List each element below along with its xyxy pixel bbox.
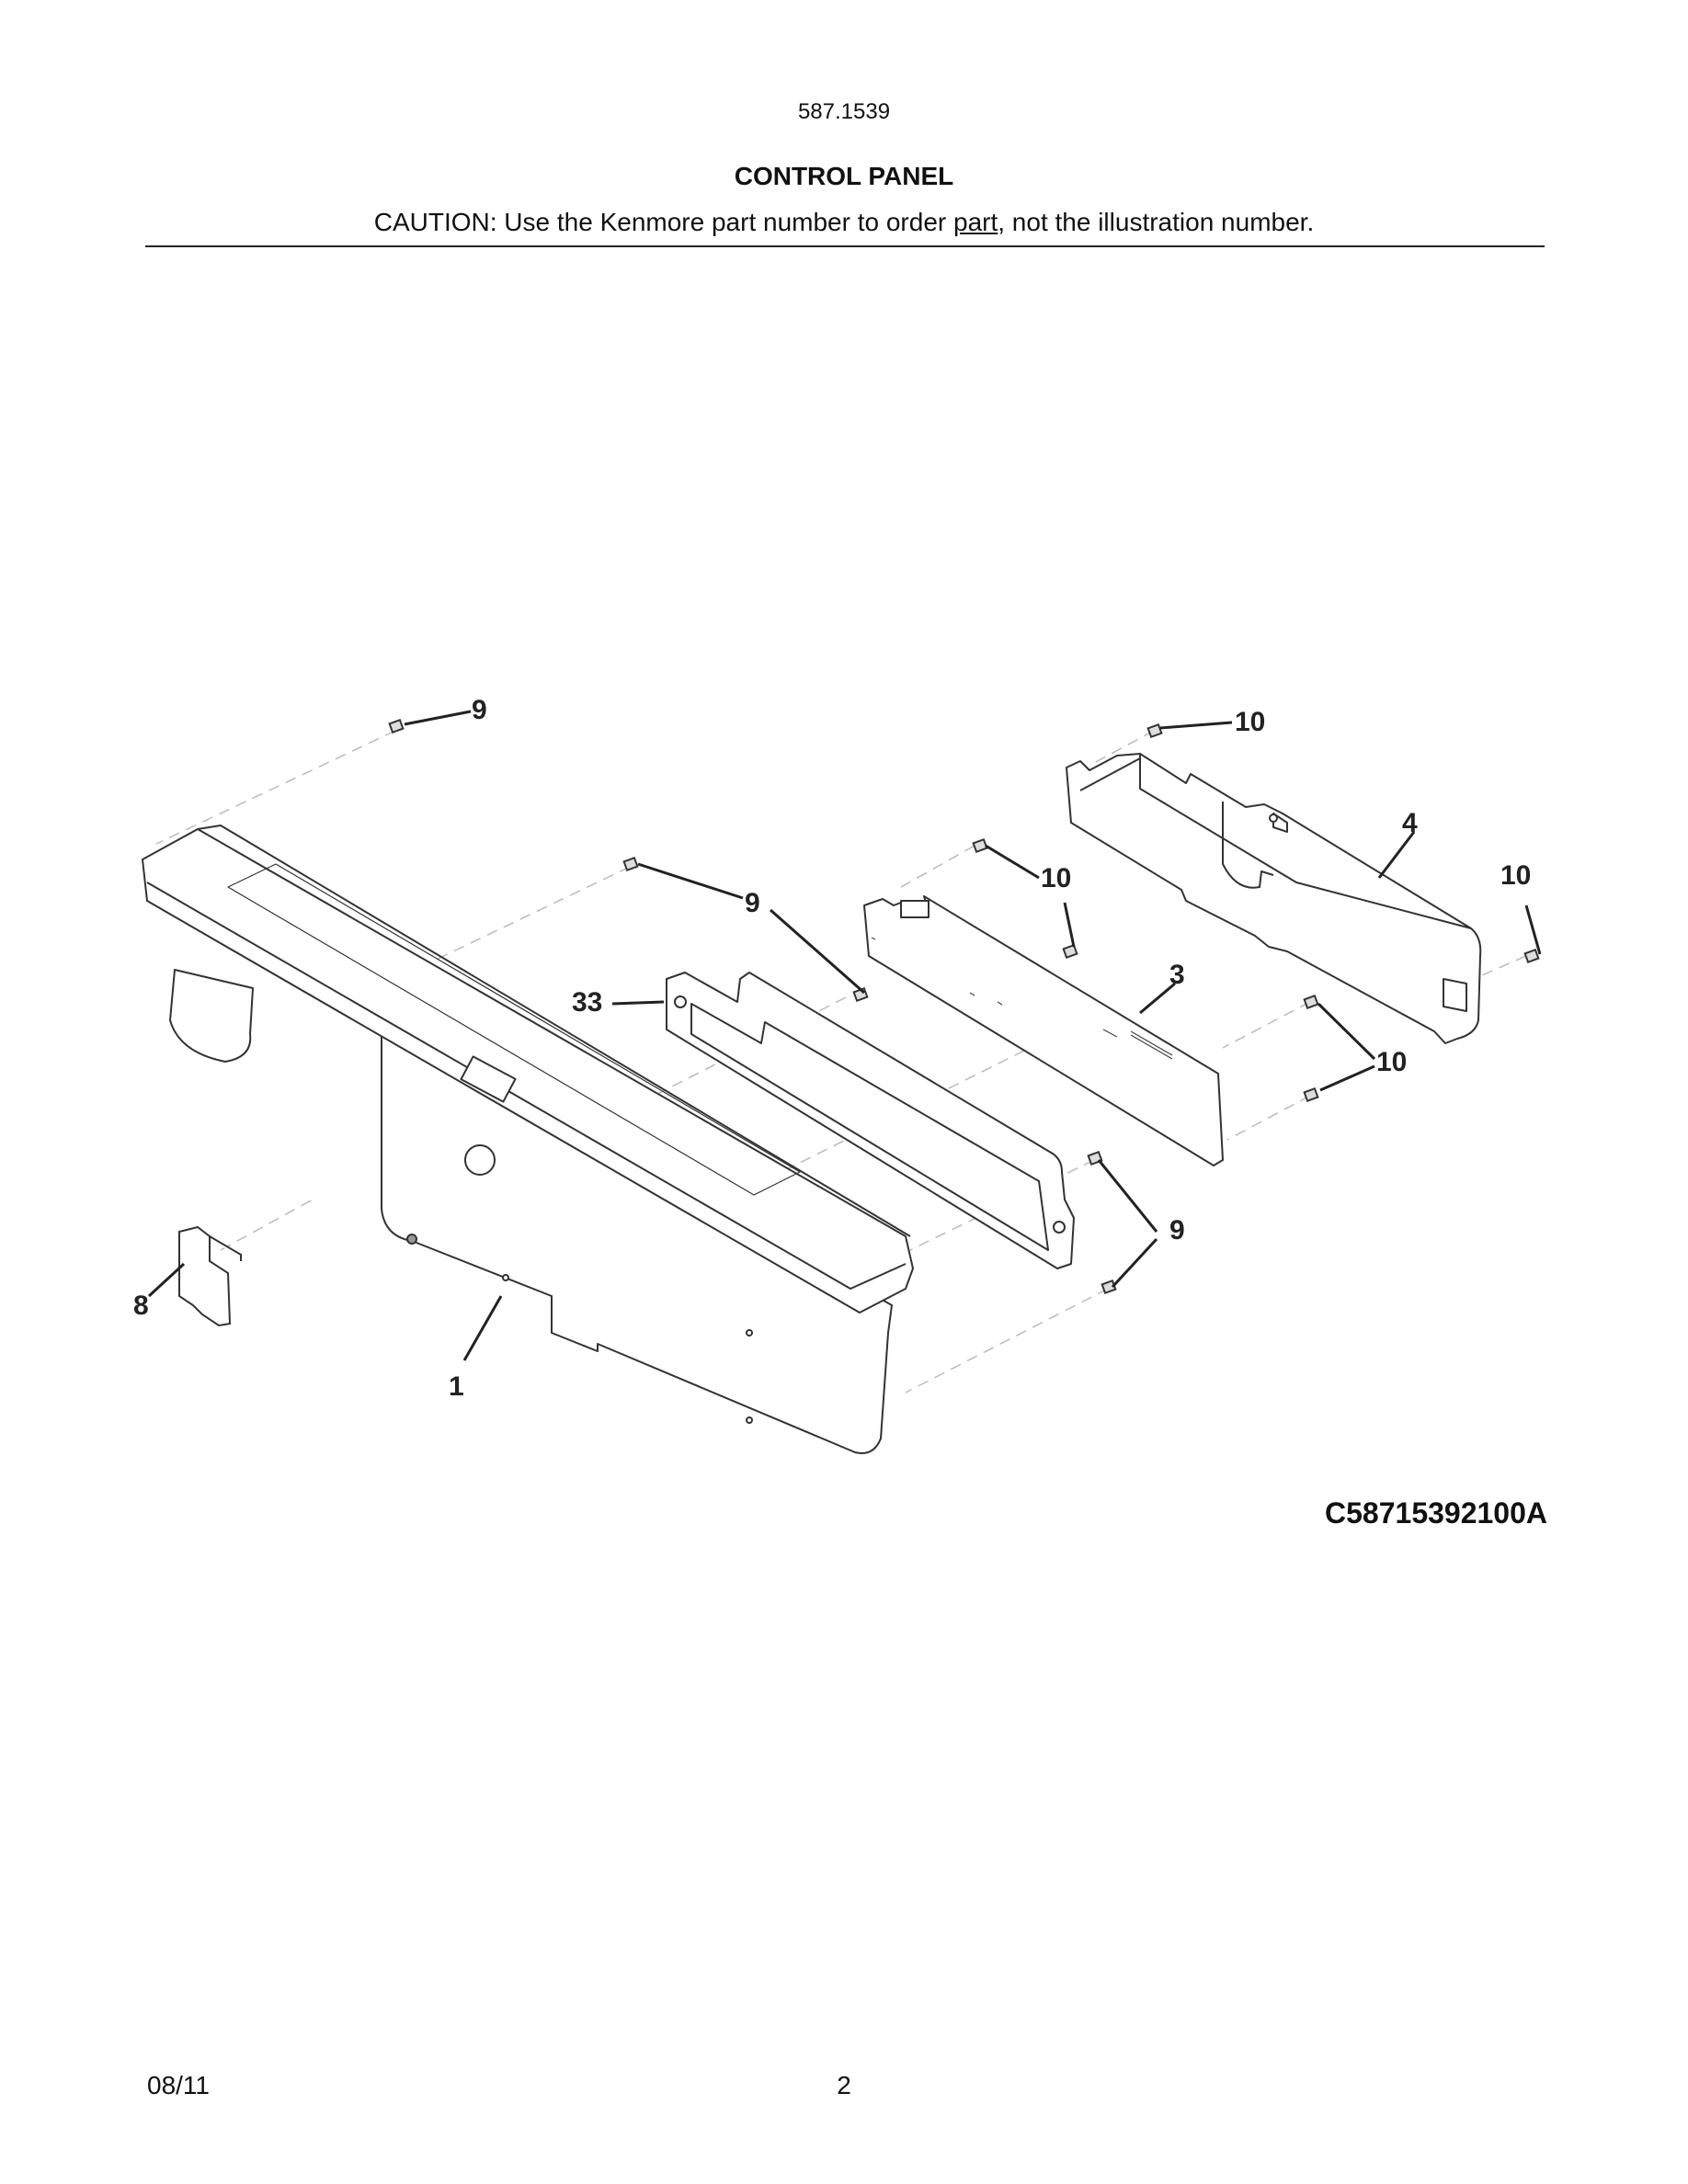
caution-text: CAUTION: Use the Kenmore part number to … [0,208,1688,237]
part-8-clip [178,1225,242,1327]
part-4-housing [1066,753,1482,1044]
callout-10-top: 10 [1235,707,1265,737]
callout-1: 1 [449,1371,464,1402]
callout-8: 8 [133,1291,149,1321]
callout-10-right: 10 [1500,860,1531,891]
callout-9-middle: 9 [745,888,760,918]
header-rule [145,245,1545,247]
callout-10-lower-right: 10 [1376,1047,1407,1077]
callout-9-lower: 9 [1169,1215,1185,1246]
leader-lines [147,710,1542,1361]
model-number: 587.1539 [797,99,891,124]
callout-numbers: 9 10 4 10 9 10 3 33 10 9 8 1 [133,695,1531,1402]
part-3-control-board [863,895,1224,1166]
callout-33: 33 [572,987,602,1018]
caution-part-word: part [953,208,998,236]
diagram-code: C58715392100A [1325,1496,1547,1530]
footer-date: 08/11 [147,2071,210,2099]
callout-10-board-top: 10 [1041,863,1071,893]
callout-3: 3 [1169,960,1185,990]
caution-prefix: CAUTION: Use the Kenmore part number to … [373,208,953,236]
page-title: CONTROL PANEL [734,162,954,190]
callout-9-top-left: 9 [472,695,487,725]
page-number: 2 [837,2071,851,2099]
callout-4: 4 [1402,808,1418,838]
caution-suffix: , not the illustration number. [998,208,1315,236]
part-33-gasket [666,972,1075,1269]
part-1-panel [142,825,914,1454]
screws [388,718,1540,1295]
